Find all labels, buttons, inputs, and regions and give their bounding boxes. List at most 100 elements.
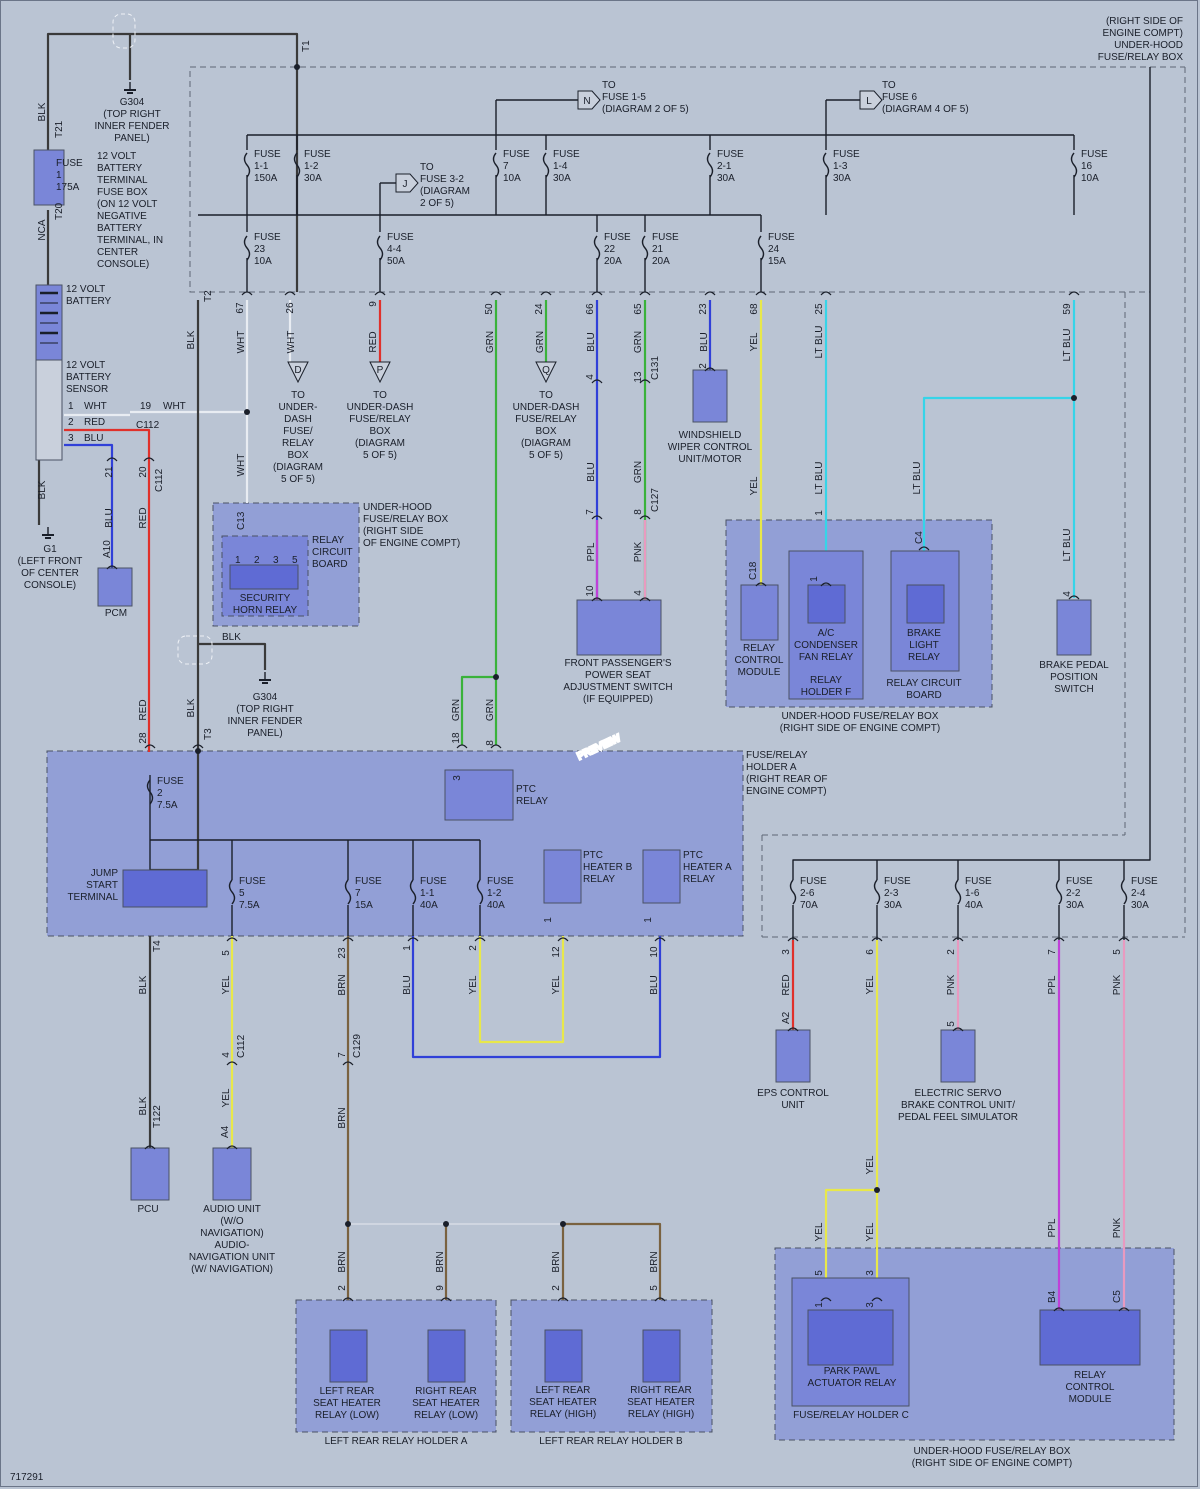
relay-control-module-lower [1039, 1309, 1141, 1366]
offpage-label: FUSE 3-2 [420, 174, 464, 185]
wire-yel-5 [824, 1188, 877, 1300]
underhood-box-top [189, 66, 1151, 293]
component-label: NAVIGATION) [200, 1228, 264, 1239]
fuse-label: FUSE [420, 876, 447, 887]
connector [639, 379, 651, 384]
wire-label: YEL [749, 476, 760, 495]
connector-label: C13 [236, 511, 247, 530]
wire-label: RED [138, 699, 149, 720]
offpage-label: FUSE 1-5 [602, 92, 646, 103]
pin-number: 3 [865, 1270, 876, 1276]
connector [456, 744, 468, 749]
connector-label: C4 [914, 531, 925, 544]
pin-number: 4 [585, 374, 596, 380]
offpage-label: TO [420, 162, 434, 173]
connector [591, 515, 603, 520]
component-label: SEAT HEATER [627, 1397, 695, 1408]
component-label: POSITION [1050, 672, 1098, 683]
splice-dot [195, 748, 201, 754]
pin-number: 59 [1062, 303, 1073, 315]
fuse-lower-right [1055, 879, 1063, 905]
connector [639, 291, 651, 296]
fuse-label: 30A [1066, 900, 1084, 911]
offpage-label: (DIAGRAM 4 OF 5) [882, 104, 969, 115]
battery-fuse-label: FUSE [56, 158, 83, 169]
battery-label: BATTERY [66, 296, 112, 307]
wire-label: BLK [186, 330, 197, 349]
wire-label: BLU [402, 975, 413, 994]
component-label: CIRCUIT [312, 547, 353, 558]
wire-blu-pcm [64, 443, 114, 568]
jump-start-terminal [122, 869, 208, 908]
offpage-label: UNDER- [279, 402, 318, 413]
wire-label: GRN [451, 699, 462, 721]
component-label: HEATER A [683, 862, 732, 873]
pin-number: 1 [643, 917, 654, 923]
wiper-control-unit [692, 369, 728, 423]
fuse-lower-right [789, 879, 797, 905]
brake-light-relay [906, 584, 945, 624]
fuse-1 [293, 152, 301, 178]
offpage-label: TO [291, 390, 305, 401]
battery-sensor-label: 12 VOLT [66, 360, 105, 371]
connector-label: T2 [203, 290, 214, 302]
fuse-label: 30A [833, 173, 851, 184]
wire-label: YEL [814, 1222, 825, 1241]
component-label: PEDAL FEEL SIMULATOR [898, 1112, 1018, 1123]
connector-label: T122 [152, 1105, 163, 1128]
wire-label: RED [781, 974, 792, 995]
component-label: LIGHT [909, 640, 938, 651]
fuse-label: 10A [1081, 173, 1099, 184]
box-label: (RIGHT REAR OF [746, 774, 827, 785]
wire-label: PNK [1112, 974, 1123, 995]
fuse-label: FUSE [503, 149, 530, 160]
component-label: SWITCH [1054, 684, 1093, 695]
fuse-lower-right [954, 879, 962, 905]
connector [540, 291, 552, 296]
offpage-label: UNDER-DASH [347, 402, 414, 413]
battery-fuse-box-label: CONSOLE) [97, 259, 149, 270]
ground-label: OF CENTER [21, 568, 79, 579]
wire-label: YEL [468, 975, 479, 994]
wire-label: BLU [84, 433, 103, 444]
component-label: WINDSHIELD [679, 430, 742, 441]
battery-fuse-box-label: 12 VOLT [97, 151, 136, 162]
connector [1053, 937, 1065, 942]
wire-label: BLK [222, 632, 241, 643]
offpage-label: FUSE/RELAY [515, 414, 577, 425]
wire-label: BLU [104, 508, 115, 527]
wire-label: WHT [84, 401, 107, 412]
component-label: LEFT REAR [320, 1386, 375, 1397]
battery-fuse-box-label: NEGATIVE [97, 211, 147, 222]
pin-number: 5 [1112, 949, 1123, 955]
offpage-flag [859, 90, 883, 110]
connector [490, 291, 502, 296]
component-label: RELAY [1074, 1370, 1106, 1381]
connector [1068, 595, 1080, 600]
component-label: SEAT HEATER [529, 1397, 597, 1408]
ground-label: (TOP RIGHT [236, 704, 293, 715]
power-seat-switch [576, 599, 662, 656]
offpage-letter: N [583, 96, 590, 107]
wire-red-sensor [64, 428, 151, 752]
connector [787, 937, 799, 942]
fuse-label: 40A [965, 900, 983, 911]
component-label: (W/ NAVIGATION) [191, 1264, 273, 1275]
fuse-label: 30A [553, 173, 571, 184]
fuse-label: FUSE [833, 149, 860, 160]
offpage-label: BOX [535, 426, 556, 437]
fuse-label: 1-2 [304, 161, 319, 172]
fuse-label: 22 [604, 244, 616, 255]
box-label: (RIGHT SIDE OF ENGINE COMPT) [912, 1458, 1072, 1469]
wire-label: BLU [649, 975, 660, 994]
pin-number: 5 [946, 1021, 957, 1027]
wire-label: BLK [138, 975, 149, 994]
pin-number: 23 [337, 947, 348, 959]
ground-label: G304 [120, 97, 145, 108]
shield-mid [177, 635, 213, 665]
wire-label: WHT [286, 331, 297, 354]
component-label: AUDIO UNIT [203, 1204, 261, 1215]
wire-label: BLU [699, 332, 710, 351]
wire-label: PNK [633, 541, 644, 562]
